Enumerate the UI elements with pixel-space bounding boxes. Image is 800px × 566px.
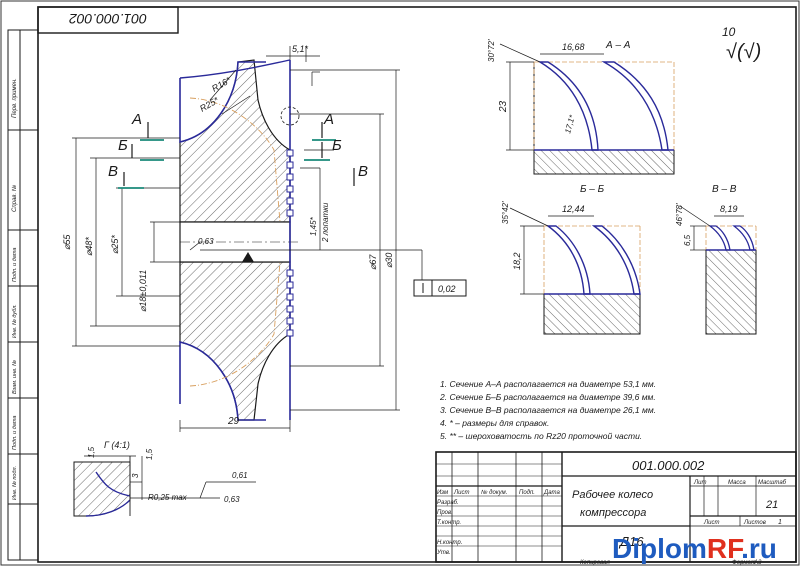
tb-hdr-podp: Подп.	[519, 490, 535, 496]
tb-mass-label: Масса	[728, 480, 746, 486]
tolerance-frame	[413, 279, 467, 297]
sec-letter-v-right: В	[358, 163, 368, 180]
note-2: 2. Сечение Б–Б располагается на диаметре…	[439, 392, 656, 402]
dim-bore-063: 0,63	[198, 237, 214, 246]
title-block-text: 001.000.002 Изм Лист № докум. Подп. Дата…	[436, 458, 787, 566]
bb-dim-182: 18,2	[512, 252, 522, 270]
dim-top-51: 5,1*	[292, 44, 309, 54]
dim-d25: ⌀25*	[110, 235, 120, 254]
aa-dim-23: 23	[498, 100, 509, 113]
section-markers: А Б В А Б В	[108, 111, 368, 189]
sec-letter-v-left: В	[108, 163, 118, 180]
tb-sheets-label: Листов	[743, 520, 766, 526]
flange-teeth	[286, 149, 294, 337]
tb-row-tkontr: Т.контр.	[437, 520, 461, 526]
detail-dim-15b: 1,5	[145, 448, 154, 460]
side-label-3: Инв. № дубл.	[12, 304, 18, 338]
section-aa-label: А – А	[605, 40, 631, 51]
side-strip: Перв. примен. Справ. № Подп. и дата Инв.…	[7, 29, 39, 561]
side-label-2: Подп. и дата	[12, 248, 18, 282]
dim-n2: 2 лопатки	[321, 202, 330, 243]
tb-row-nkontr: Н.контр.	[437, 540, 462, 546]
section-aa: А – А 16,68 30°72' 23 17,1*	[487, 39, 675, 175]
vv-dim-819: 8,19	[720, 204, 738, 214]
detail-dim-r025: R0,25 max	[148, 493, 188, 502]
tb-sheet-value: 1	[778, 519, 782, 526]
note-4: 4. * – размеры для справок.	[440, 418, 549, 428]
detail-g-circle	[280, 106, 300, 126]
bb-dim-angle: 35°42'	[501, 201, 510, 224]
dim-tol-002: 0,02	[438, 284, 456, 294]
dim-d67: ⌀67	[368, 254, 378, 270]
sec-letter-b-left: Б	[118, 137, 128, 154]
tb-scale-label: Масштаб	[758, 480, 787, 486]
side-label-0: Перв. примен.	[12, 78, 18, 118]
sec-letter-b-right: Б	[332, 137, 342, 154]
tb-format-label: Формат	[732, 560, 756, 566]
tb-row-utv: Утв.	[436, 550, 451, 556]
detail-dim-061: 0,61	[232, 471, 248, 480]
lower-hatched-body	[179, 261, 291, 421]
dim-d48: ⌀48*	[84, 237, 94, 256]
roughness-mark: 10 √(√)	[722, 25, 761, 63]
doc-number-rotated: 001.000.002	[69, 11, 147, 27]
dim-width-29: 29	[227, 416, 240, 427]
tb-mass-value: 21	[765, 499, 778, 511]
detail-dim-15a: 1,5	[87, 446, 96, 458]
tb-row-prov: Пров.	[437, 510, 453, 516]
upper-blade-outline	[179, 61, 266, 144]
aa-dim-1668: 16,68	[562, 42, 585, 52]
material-cell: Д16	[618, 534, 644, 549]
tb-row-razrab: Разраб.	[437, 500, 459, 506]
tb-format-value: А3	[753, 560, 762, 566]
dim-d55: ⌀55	[62, 234, 72, 250]
side-label-6: Инв. № подл.	[12, 466, 18, 500]
lower-blade-outline	[179, 340, 266, 421]
detail-g: Г (4:1) 1,5 1,5 3 R0,25 max 0,63 0,61	[73, 440, 256, 517]
vv-dim-angle: 46°78'	[675, 203, 684, 226]
diplomrf-watermark-logo: DiplomRF.ru	[612, 533, 777, 564]
dim-n145: 1,45*	[309, 216, 318, 236]
tb-hdr-izm: Изм	[437, 490, 448, 496]
top-doc-number-box: 001.000.002	[37, 6, 179, 34]
section-bb: Б – Б 12,44 35°42' 18,2	[501, 184, 641, 335]
tb-hdr-docnum: № докум.	[481, 489, 507, 496]
side-label-1: Справ. №	[11, 184, 18, 212]
detail-dim-063: 0,63	[224, 495, 240, 504]
section-vv-label: В – В	[712, 184, 737, 195]
tb-sheet-label: Лист	[703, 520, 719, 526]
sec-letter-a-left: А	[131, 111, 142, 128]
title-block	[435, 451, 797, 563]
dim-d18: ⌀18±0,011	[138, 270, 148, 312]
note-1: 1. Сечение А–А располагается на диаметре…	[440, 379, 656, 389]
main-section-view: А Б В А Б В ⌀55 ⌀48* ⌀25* ⌀18±0,011 ⌀67 …	[62, 44, 467, 432]
technical-notes: 1. Сечение А–А располагается на диаметре…	[439, 379, 656, 441]
tb-hdr-date: Дата	[543, 490, 560, 496]
title-doc-number: 001.000.002	[632, 458, 705, 473]
roughness-symbol: √(√)	[726, 41, 761, 63]
part-name-line2: компрессора	[580, 507, 646, 519]
tb-hdr-list: Лист	[453, 490, 469, 496]
detail-dim-3: 3	[131, 473, 140, 478]
side-label-4: Взам. инв. №	[12, 360, 18, 394]
tb-copied-label: Копировал	[580, 560, 610, 566]
note-5: 5. ** – шероховатость по Rz20 проточной …	[440, 431, 642, 441]
side-label-5: Подп. и дата	[12, 416, 18, 450]
aa-dim-angle: 30°72'	[487, 39, 496, 62]
roughness-value: 10	[722, 25, 736, 39]
dim-d30: ⌀30	[384, 253, 394, 268]
tb-lit-label: Лит	[693, 480, 706, 486]
detail-g-title: Г (4:1)	[104, 440, 130, 450]
bb-dim-1244: 12,44	[562, 204, 585, 214]
note-3: 3. Сечение В–В располагается на диаметре…	[440, 405, 656, 415]
section-bb-label: Б – Б	[580, 184, 605, 195]
sec-letter-a-right: А	[323, 111, 334, 128]
aa-dim-171: 17,1*	[563, 113, 577, 134]
section-vv: В – В 8,19 46°78' 6,5	[675, 184, 757, 335]
vv-dim-65: 6,5	[683, 234, 692, 246]
part-name-line1: Рабочее колесо	[572, 489, 653, 501]
dim-r25: R25*	[198, 95, 221, 114]
